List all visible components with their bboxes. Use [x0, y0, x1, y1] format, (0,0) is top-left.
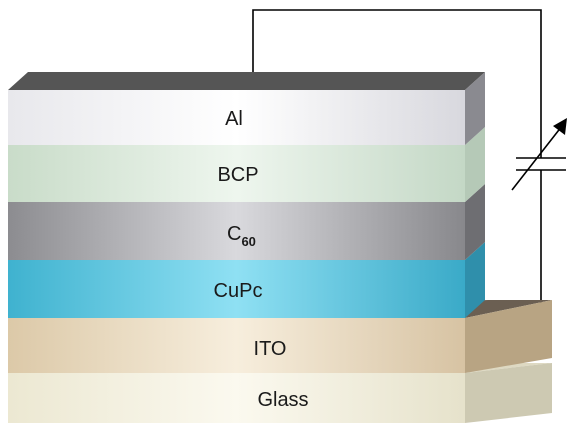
- adjust-arrow-shaft: [511, 125, 563, 191]
- layer-c60-side: [465, 184, 485, 260]
- layer-al-side: [465, 72, 485, 145]
- layer-cupc-face: [8, 260, 465, 318]
- layer-c60-label-sub: 60: [241, 234, 255, 249]
- layer-al-label: Al: [225, 108, 243, 130]
- layer-ito-label: ITO: [254, 338, 287, 360]
- layer-cupc-side: [465, 242, 485, 318]
- layer-bcp-label: BCP: [217, 164, 258, 186]
- layer-c60-label: C60: [227, 223, 256, 249]
- circuit: [252, 9, 542, 303]
- adjust-arrow-head-icon: [553, 118, 567, 135]
- wire-top: [252, 9, 542, 158]
- layer-ito-side: [465, 300, 552, 373]
- layer-al-top: [8, 72, 485, 90]
- layer-bcp-side: [465, 127, 485, 202]
- variable-source-symbol: [511, 125, 566, 191]
- layer-c60: C60: [8, 184, 485, 260]
- layer-al: Al: [8, 72, 485, 145]
- layer-glass-side: [465, 363, 552, 423]
- layer-c60-label-main: C: [227, 223, 241, 245]
- layer-cupc-label: CuPc: [214, 280, 263, 302]
- layer-bcp: BCP: [8, 127, 485, 202]
- layer-al-face: [8, 90, 465, 145]
- layer-cupc: CuPc: [8, 242, 485, 318]
- layer-glass-face: [8, 373, 465, 423]
- layer-glass-label: Glass: [257, 389, 308, 411]
- layer-ito-face: [8, 318, 465, 373]
- layer-c60-face: [8, 202, 465, 260]
- layer-bcp-face: [8, 145, 465, 202]
